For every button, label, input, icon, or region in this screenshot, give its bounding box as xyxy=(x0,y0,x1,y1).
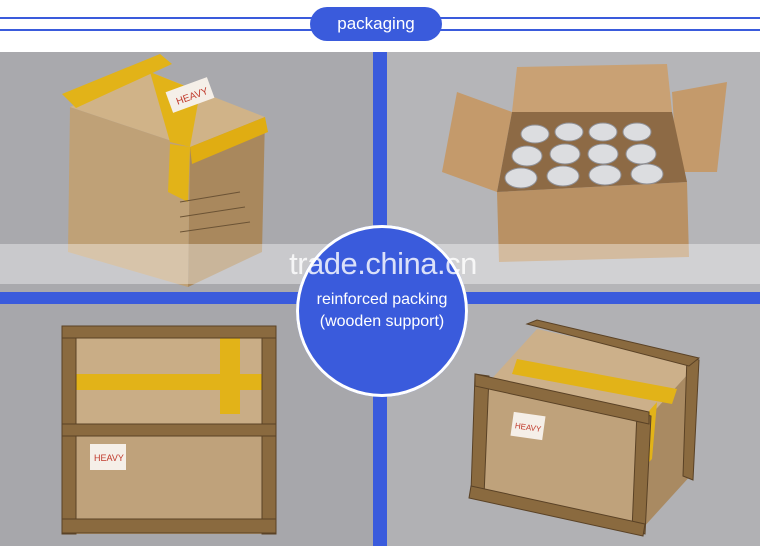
section-title: packaging xyxy=(310,7,442,41)
photo-open-box xyxy=(387,52,760,292)
box-label-text-2: HEAVY xyxy=(94,453,124,463)
center-line-1: reinforced packing xyxy=(316,291,448,308)
center-badge: reinforced packing (wooden support) xyxy=(296,225,468,397)
box-label-text-3: HEAVY xyxy=(514,421,542,434)
center-line-2: (wooden support) xyxy=(319,313,445,330)
photo-sealed-box: HEAVY xyxy=(0,52,373,292)
